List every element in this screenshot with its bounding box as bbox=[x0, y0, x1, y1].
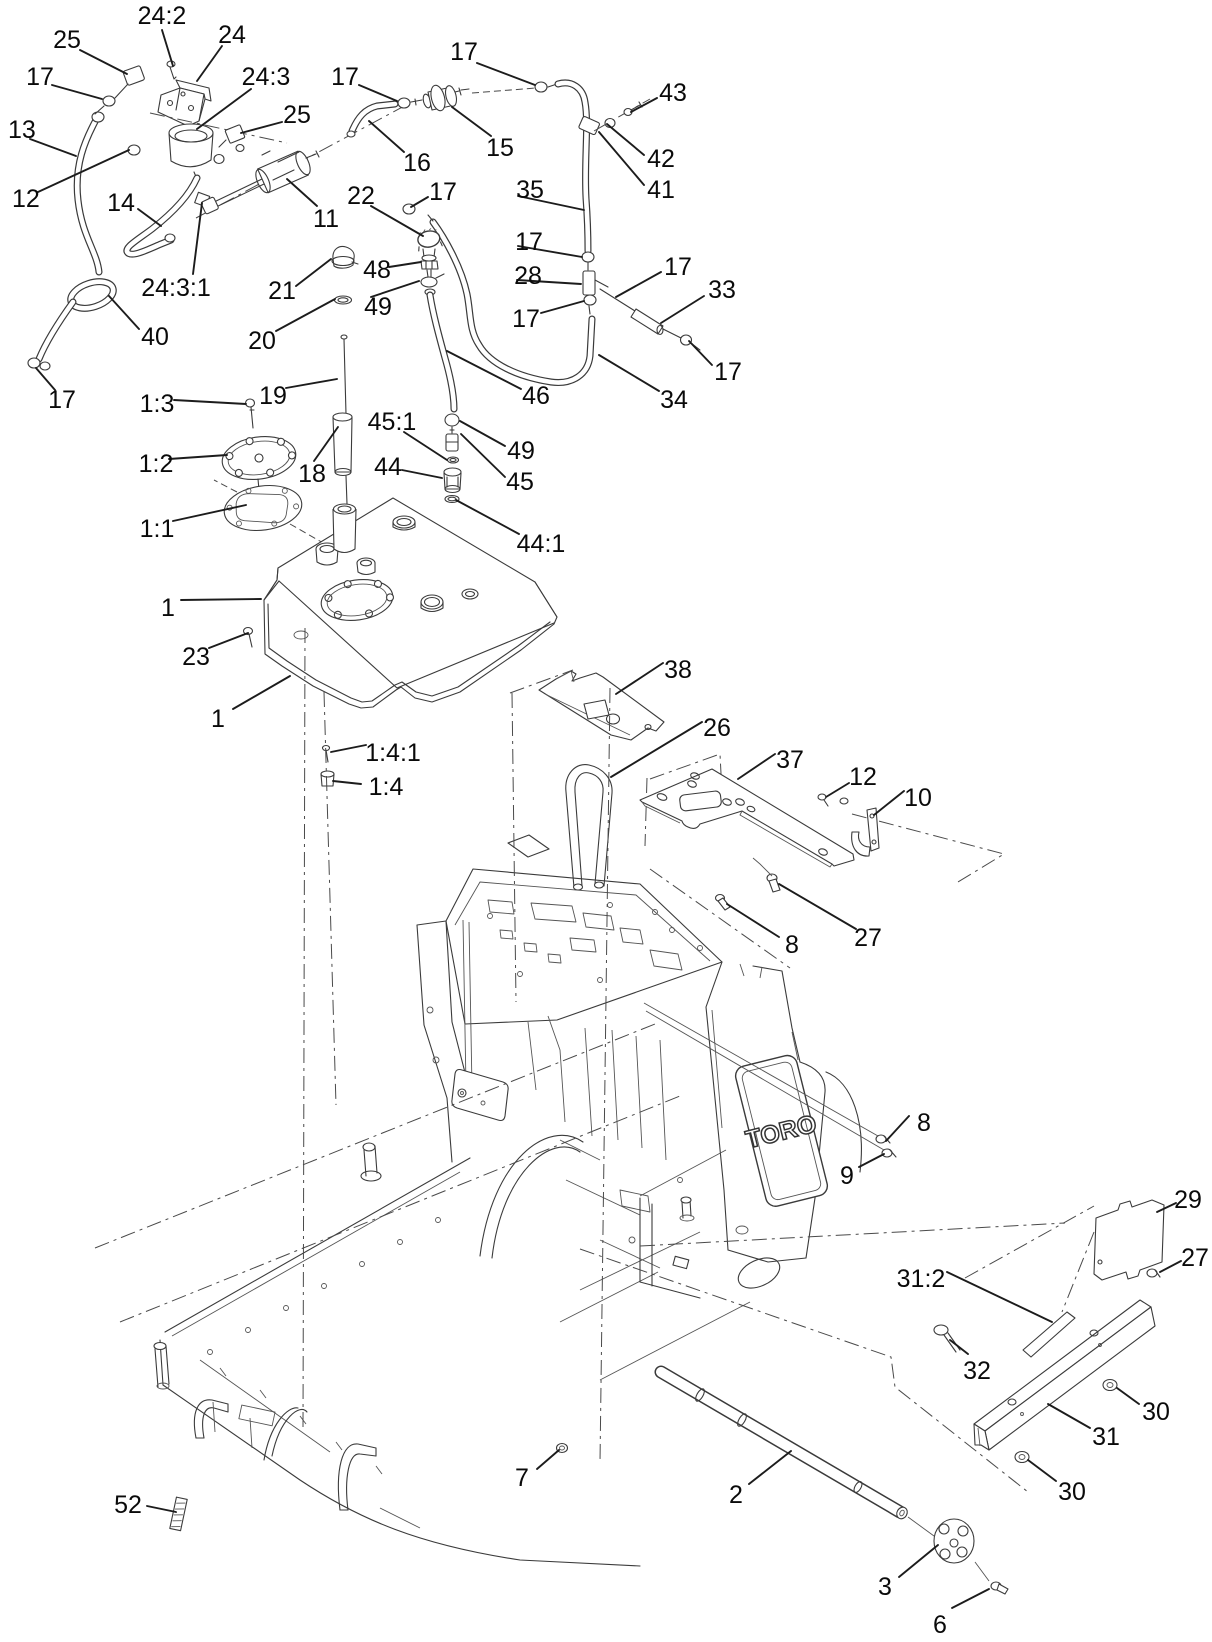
svg-text:25: 25 bbox=[283, 101, 311, 129]
svg-text:42: 42 bbox=[647, 145, 675, 173]
svg-text:41: 41 bbox=[647, 176, 675, 204]
svg-text:38: 38 bbox=[664, 656, 692, 684]
svg-text:14: 14 bbox=[107, 189, 135, 217]
svg-text:17: 17 bbox=[48, 386, 76, 414]
svg-text:37: 37 bbox=[776, 746, 804, 774]
svg-text:17: 17 bbox=[450, 38, 478, 66]
svg-text:1:3: 1:3 bbox=[140, 390, 175, 418]
svg-text:33: 33 bbox=[708, 276, 736, 304]
svg-text:40: 40 bbox=[141, 323, 169, 351]
svg-text:7: 7 bbox=[515, 1464, 529, 1492]
svg-text:27: 27 bbox=[854, 924, 882, 952]
svg-text:1:4:1: 1:4:1 bbox=[365, 739, 421, 767]
svg-text:29: 29 bbox=[1174, 1186, 1202, 1214]
svg-text:25: 25 bbox=[53, 26, 81, 54]
svg-text:22: 22 bbox=[347, 182, 375, 210]
svg-text:46: 46 bbox=[522, 382, 550, 410]
svg-text:35: 35 bbox=[516, 176, 544, 204]
svg-text:17: 17 bbox=[512, 305, 540, 333]
svg-text:24:3: 24:3 bbox=[242, 63, 291, 91]
svg-text:1: 1 bbox=[211, 705, 225, 733]
svg-text:23: 23 bbox=[182, 643, 210, 671]
svg-text:34: 34 bbox=[660, 386, 688, 414]
svg-text:30: 30 bbox=[1058, 1478, 1086, 1506]
svg-text:27: 27 bbox=[1181, 1244, 1209, 1272]
svg-text:21: 21 bbox=[268, 277, 296, 305]
svg-text:12: 12 bbox=[849, 763, 877, 791]
svg-text:20: 20 bbox=[248, 327, 276, 355]
svg-text:9: 9 bbox=[840, 1162, 854, 1190]
svg-text:11: 11 bbox=[313, 205, 339, 233]
svg-text:31: 31 bbox=[1092, 1423, 1120, 1451]
svg-text:10: 10 bbox=[904, 784, 932, 812]
svg-text:17: 17 bbox=[714, 358, 742, 386]
svg-text:1:1: 1:1 bbox=[140, 515, 175, 543]
svg-text:15: 15 bbox=[486, 134, 514, 162]
svg-text:44: 44 bbox=[374, 453, 402, 481]
svg-text:2: 2 bbox=[729, 1481, 743, 1509]
svg-text:45: 45 bbox=[506, 468, 534, 496]
svg-text:31:2: 31:2 bbox=[897, 1265, 946, 1293]
svg-text:16: 16 bbox=[403, 149, 431, 177]
svg-text:1:4: 1:4 bbox=[369, 773, 404, 801]
svg-text:17: 17 bbox=[515, 228, 543, 256]
svg-text:12: 12 bbox=[12, 185, 40, 213]
svg-text:52: 52 bbox=[114, 1491, 142, 1519]
svg-text:30: 30 bbox=[1142, 1398, 1170, 1426]
svg-text:17: 17 bbox=[331, 63, 359, 91]
svg-text:19: 19 bbox=[259, 382, 287, 410]
svg-text:48: 48 bbox=[363, 256, 391, 284]
svg-text:32: 32 bbox=[963, 1357, 991, 1385]
svg-text:49: 49 bbox=[364, 293, 392, 321]
svg-text:24:2: 24:2 bbox=[138, 2, 187, 30]
svg-text:24: 24 bbox=[218, 21, 246, 49]
svg-text:6: 6 bbox=[933, 1611, 947, 1639]
svg-text:17: 17 bbox=[26, 63, 54, 91]
svg-text:18: 18 bbox=[298, 460, 326, 488]
svg-text:8: 8 bbox=[917, 1109, 931, 1137]
svg-text:26: 26 bbox=[703, 714, 731, 742]
svg-text:45:1: 45:1 bbox=[368, 408, 417, 436]
svg-text:43: 43 bbox=[659, 79, 687, 107]
svg-text:8: 8 bbox=[785, 931, 799, 959]
svg-text:24:3:1: 24:3:1 bbox=[141, 274, 211, 302]
svg-text:49: 49 bbox=[507, 437, 535, 465]
svg-text:17: 17 bbox=[664, 253, 692, 281]
svg-text:1: 1 bbox=[161, 594, 175, 622]
svg-text:28: 28 bbox=[514, 262, 542, 290]
svg-text:44:1: 44:1 bbox=[517, 530, 566, 558]
svg-text:1:2: 1:2 bbox=[139, 450, 174, 478]
svg-text:13: 13 bbox=[8, 116, 36, 144]
svg-text:17: 17 bbox=[429, 178, 457, 206]
svg-text:3: 3 bbox=[878, 1573, 892, 1601]
